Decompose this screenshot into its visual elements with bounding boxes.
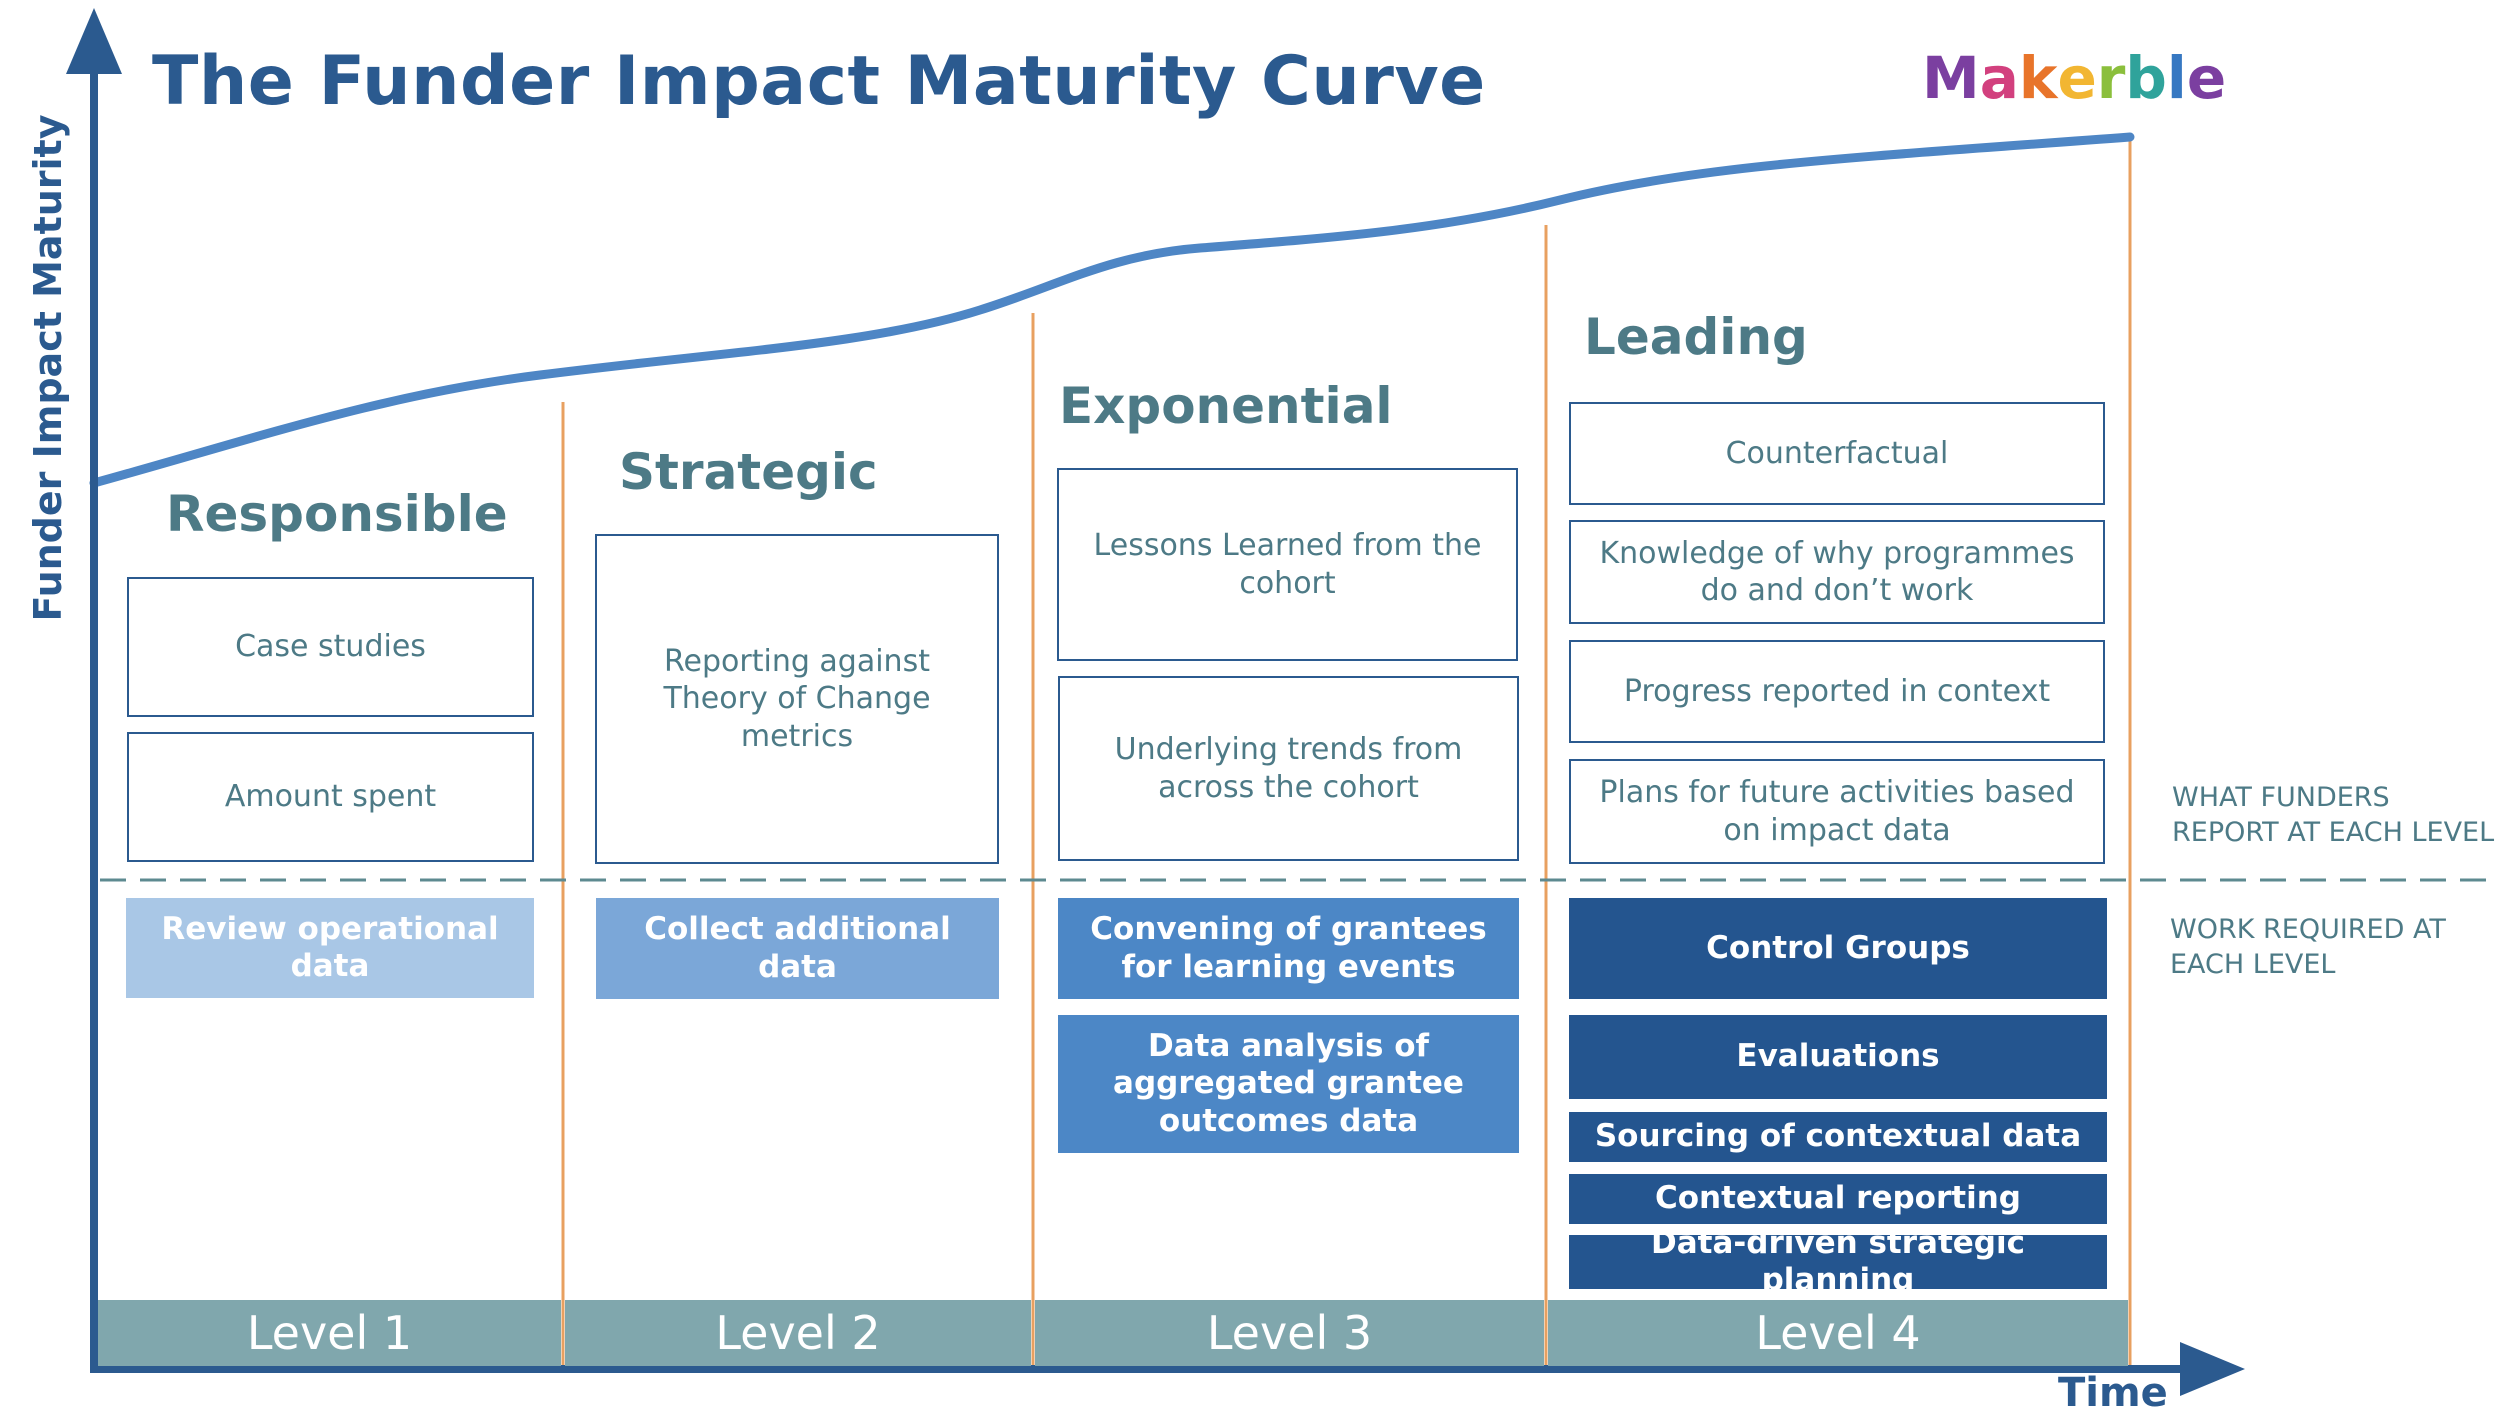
level-bar-label: Level 2 [715, 1306, 881, 1360]
report-text: Amount spent [224, 779, 437, 815]
level-name-responsible: Responsible [166, 485, 508, 543]
report-box: Plans for future activities based on imp… [1569, 759, 2105, 864]
work-box: Review operational data [126, 898, 534, 998]
work-text: Contextual reporting [1655, 1180, 2021, 1217]
logo-letter: r [2096, 44, 2126, 112]
level-bar-3: Level 3 [1035, 1300, 1544, 1366]
note-line: WHAT FUNDERS [2172, 782, 2390, 813]
makerble-logo: Makerble [1922, 44, 2226, 112]
y-axis-label-text: Funder Impact Maturity [26, 114, 70, 622]
work-box: Evaluations [1569, 1015, 2107, 1099]
maturity-curve [89, 132, 2135, 488]
work-text: Review operational data [161, 910, 499, 984]
level-bar-label: Level 4 [1755, 1306, 1921, 1360]
work-text: Sourcing of contextual data [1594, 1118, 2082, 1155]
report-box: Reporting against Theory of Change metri… [595, 534, 999, 864]
report-text: Knowledge of why programmes do and don’t… [1599, 535, 2075, 609]
logo-letter: a [1979, 44, 2019, 112]
report-box: Counterfactual [1569, 402, 2105, 505]
x-axis-label: Time [2058, 1370, 2168, 1416]
work-box: Collect additional data [596, 898, 999, 999]
work-text: Control Groups [1706, 929, 1970, 966]
level-name-strategic: Strategic [619, 443, 878, 501]
work-text: Convening of grantees for learning event… [1090, 911, 1487, 985]
logo-letter: k [2018, 44, 2058, 112]
logo-letter: e [2057, 44, 2097, 112]
report-box: Case studies [127, 577, 534, 717]
report-text: Underlying trends from across the cohort [1114, 732, 1463, 805]
report-box: Underlying trends from across the cohort [1058, 676, 1519, 861]
note-line: EACH LEVEL [2170, 949, 2336, 981]
work-text: Evaluations [1736, 1038, 1940, 1075]
work-text: Data analysis of aggregated grantee outc… [1113, 1028, 1464, 1139]
report-text: Plans for future activities based on imp… [1599, 775, 2075, 848]
note-line: WORK REQUIRED AT [2170, 914, 2446, 945]
work-box: Control Groups [1569, 898, 2107, 999]
work-text: Collect additional data [644, 911, 951, 985]
work-box: Contextual reporting [1569, 1174, 2107, 1224]
note-what-funders-report: WHAT FUNDERS REPORT AT EACH LEVEL [2172, 780, 2494, 850]
report-text: Progress reported in context [1623, 673, 2051, 709]
report-text: Case studies [235, 629, 426, 665]
level-name-exponential: Exponential [1059, 377, 1393, 435]
level-name-leading: Leading [1584, 308, 1808, 366]
y-axis-arrow [66, 8, 122, 74]
report-text: Lessons Learned from the cohort [1093, 528, 1482, 601]
level-bar-label: Level 1 [246, 1306, 413, 1360]
logo-letter: e [2186, 44, 2227, 112]
report-text: Counterfactual [1725, 435, 1949, 471]
level-bar-1: Level 1 [98, 1300, 561, 1366]
x-axis-arrow [2180, 1342, 2245, 1396]
level-bar-label: Level 3 [1206, 1306, 1373, 1360]
report-box: Lessons Learned from the cohort [1057, 468, 1518, 661]
level-bar-4: Level 4 [1548, 1300, 2128, 1366]
report-box: Amount spent [127, 732, 534, 862]
logo-letter: M [1922, 44, 1980, 112]
note-work-required: WORK REQUIRED AT EACH LEVEL [2170, 912, 2446, 982]
logo-letter: l [2166, 44, 2187, 112]
work-box: Convening of grantees for learning event… [1058, 898, 1519, 999]
level-bar-2: Level 2 [565, 1300, 1031, 1366]
report-text: Reporting against Theory of Change metri… [663, 643, 931, 754]
work-text: Data-driven strategic planning [1651, 1224, 2025, 1298]
report-box: Progress reported in context [1569, 640, 2105, 743]
work-box: Sourcing of contextual data [1569, 1112, 2107, 1162]
logo-letter: b [2125, 44, 2167, 112]
work-box: Data-driven strategic planning [1569, 1225, 2107, 1298]
report-box: Knowledge of why programmes do and don’t… [1569, 520, 2105, 624]
note-line: REPORT AT EACH LEVEL [2172, 817, 2495, 849]
work-box: Data analysis of aggregated grantee outc… [1058, 1015, 1519, 1153]
page-title: The Funder Impact Maturity Curve [152, 42, 1486, 121]
